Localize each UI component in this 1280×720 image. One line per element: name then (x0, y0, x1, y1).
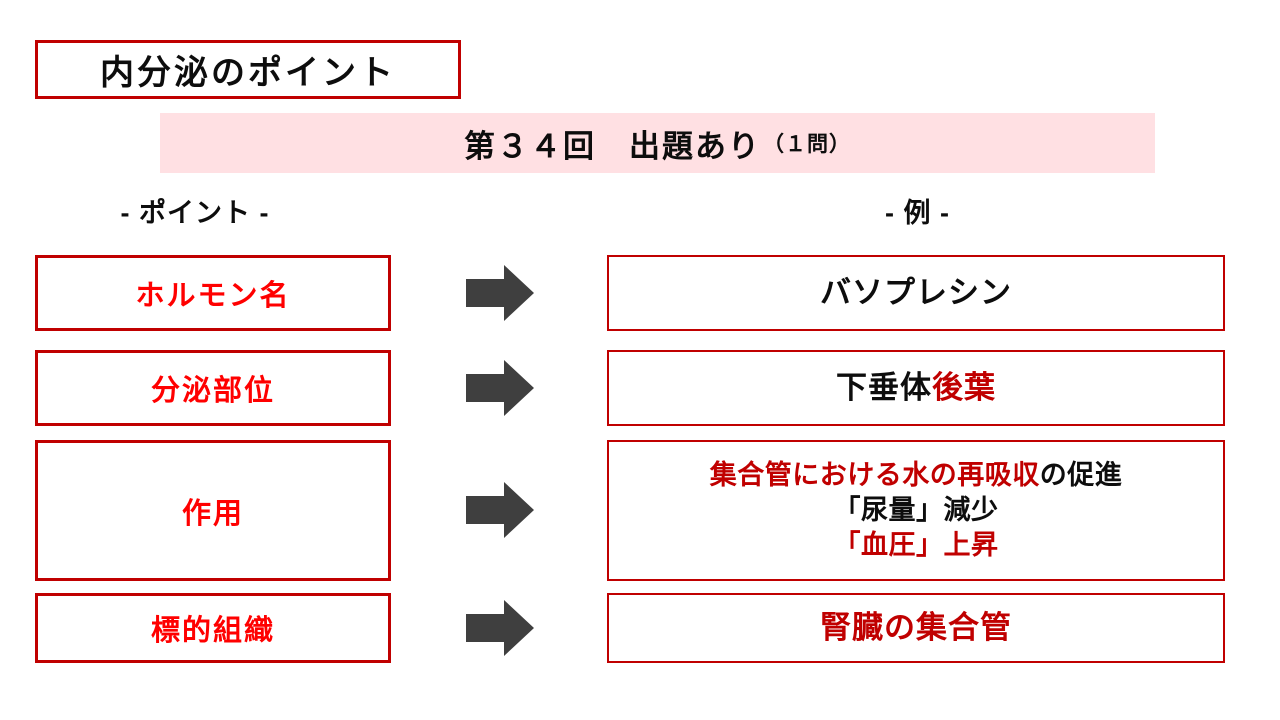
label-box-secretion-site: 分泌部位 (35, 350, 391, 426)
row-label: 標的組織 (150, 615, 275, 647)
value-box-hormone-name: バソプレシン (607, 255, 1225, 331)
label-box-action: 作用 (35, 440, 391, 581)
exam-banner: 第３４回 出題あり （１問） (160, 113, 1155, 173)
right-arrow-icon (466, 600, 534, 656)
banner-main-text: 第３４回 出題あり (464, 128, 761, 164)
page-title: 内分泌のポイント (100, 54, 396, 92)
value-text: の促進 (1039, 460, 1123, 490)
value-text: バソプレシン (820, 275, 1012, 311)
value-text-highlight: 「血圧」上昇 (833, 530, 999, 560)
value-line: 「尿量」減少 (834, 493, 999, 528)
right-arrow-icon (466, 360, 534, 416)
value-box-action: 集合管における水の再吸収の促進 「尿量」減少 「血圧」上昇 (607, 440, 1225, 581)
value-line: 腎臓の集合管 (820, 609, 1012, 646)
value-text: 下垂体 (836, 370, 932, 406)
title-box: 内分泌のポイント (35, 40, 461, 99)
value-text: 「尿量」減少 (833, 495, 999, 525)
right-arrow-icon (466, 482, 534, 538)
value-box-secretion-site: 下垂体後葉 (607, 350, 1225, 426)
label-box-hormone-name: ホルモン名 (35, 255, 391, 331)
value-text-highlight: 集合管における水の再吸収 (709, 460, 1040, 490)
row-label: ホルモン名 (135, 280, 291, 312)
value-text-highlight: 腎臓の集合管 (820, 610, 1012, 646)
column-header-points: - ポイント - (120, 197, 270, 228)
value-text-highlight: 後葉 (932, 370, 996, 406)
column-header-example: - 例 - (885, 197, 950, 228)
value-box-target-tissue: 腎臓の集合管 (607, 593, 1225, 663)
banner-sub-text: （１問） (763, 133, 851, 156)
value-line: 下垂体後葉 (836, 369, 996, 406)
value-line: 「血圧」上昇 (834, 528, 999, 563)
row-label: 分泌部位 (150, 375, 275, 407)
right-arrow-icon (466, 265, 534, 321)
row-label: 作用 (181, 497, 244, 530)
value-line: 集合管における水の再吸収の促進 (710, 458, 1123, 493)
label-box-target-tissue: 標的組織 (35, 593, 391, 663)
value-line: バソプレシン (820, 274, 1012, 311)
